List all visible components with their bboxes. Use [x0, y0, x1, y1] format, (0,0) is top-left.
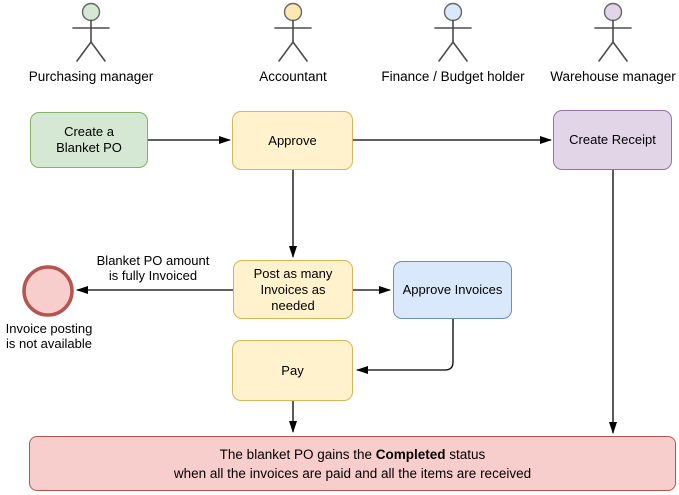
actor-head [443, 2, 463, 22]
actor-head [81, 2, 101, 22]
stick-figure-icon [594, 2, 632, 62]
stick-figure-icon [72, 2, 110, 62]
actor-head [283, 2, 303, 22]
node-approve-invoices: Approve Invoices [393, 261, 512, 319]
node-post-invoices: Post as many Invoices as needed [233, 260, 353, 319]
end-circle-label: Invoice posting is not available [6, 321, 93, 351]
edge-approve-invoices-to-pay [356, 319, 454, 374]
node-approve: Approve [232, 111, 353, 170]
banner-line2: when all the invoices are paid and all t… [173, 465, 532, 481]
end-circle-label-line1: Invoice posting [5, 321, 93, 336]
node-create-blanket-po: Create a Blanket PO [30, 112, 148, 168]
actor-finance-budget-holder: Finance / Budget holder [381, 2, 525, 84]
end-circle [22, 265, 74, 317]
banner-line1-post: status [445, 446, 486, 462]
banner-line1: The blanket PO gains the Completed statu… [220, 445, 486, 464]
actor-label: Finance / Budget holder [381, 69, 525, 84]
banner-line1-pre: The blanket PO gains the [219, 446, 376, 462]
completed-status-banner: The blanket PO gains the Completed statu… [29, 436, 676, 491]
end-circle-label-line2: is not available [5, 336, 92, 351]
actor-warehouse-manager: Warehouse manager [550, 2, 676, 84]
edge-label-line2: is fully Invoiced [108, 268, 198, 283]
actor-purchasing-manager: Purchasing manager [29, 2, 153, 84]
actor-label: Warehouse manager [550, 69, 676, 84]
stick-figure-icon [274, 2, 312, 62]
edge-label-fully-invoiced: Blanket PO amount is fully Invoiced [97, 253, 210, 283]
node-create-receipt: Create Receipt [553, 110, 672, 170]
actor-accountant: Accountant [259, 2, 327, 84]
banner-line1-bold: Completed [375, 446, 446, 462]
stick-figure-icon [434, 2, 472, 62]
actor-label: Accountant [259, 69, 327, 84]
node-pay: Pay [232, 340, 353, 401]
actor-head [603, 2, 623, 22]
edge-label-line1: Blanket PO amount [96, 253, 210, 268]
actor-label: Purchasing manager [28, 69, 154, 84]
